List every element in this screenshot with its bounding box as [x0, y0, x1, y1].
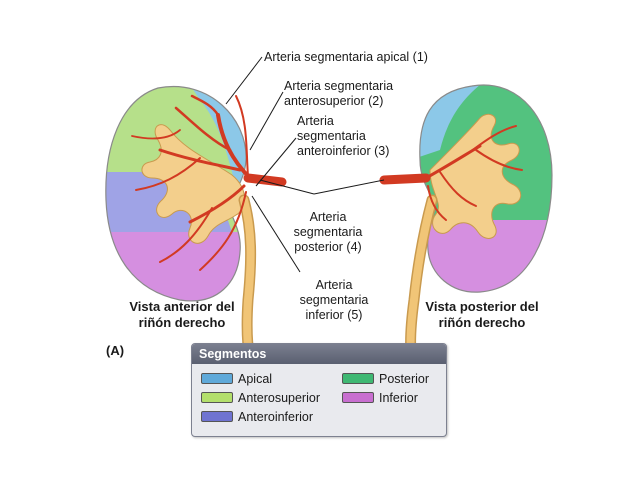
legend-item-anteroinferior: Anteroinferior — [201, 410, 313, 424]
legend-item-apical: Apical — [201, 372, 272, 386]
segments-legend: Segmentos Apical Anterosuperior Anteroin… — [191, 343, 447, 437]
legend-title: Segmentos — [192, 344, 446, 364]
label-leader-lines — [225, 56, 385, 273]
renal-artery-left — [131, 94, 287, 271]
label-posterior-artery: Arteria segmentaria posterior (4) — [293, 210, 363, 254]
label-anterosuperior-artery: Arteria segmentaria anterosuperior (2) — [284, 79, 394, 108]
swatch-apical — [201, 373, 233, 385]
legend-item-posterior: Posterior — [342, 372, 429, 386]
renal-pelvis-right — [429, 113, 522, 239]
renal-artery-right — [379, 125, 523, 221]
swatch-anteroinferior — [201, 411, 233, 423]
caption-posterior-view: Vista posterior del riñón derecho — [425, 299, 539, 330]
label-anteroinferior-artery: Arteria segmentaria anteroinferior (3) — [297, 114, 390, 158]
swatch-anterosuperior — [201, 392, 233, 404]
legend-item-inferior: Inferior — [342, 391, 418, 405]
label-apical-artery: Arteria segmentaria apical (1) — [264, 50, 428, 64]
swatch-posterior — [342, 373, 374, 385]
renal-pelvis-left — [141, 124, 245, 244]
caption-anterior-view: Vista anterior del riñón derecho — [129, 299, 235, 330]
panel-label: (A) — [106, 343, 125, 358]
legend-item-anterosuperior: Anterosuperior — [201, 391, 320, 405]
label-inferior-artery: Arteria segmentaria inferior (5) — [299, 278, 369, 322]
swatch-inferior — [342, 392, 374, 404]
left-kidney — [105, 85, 287, 366]
